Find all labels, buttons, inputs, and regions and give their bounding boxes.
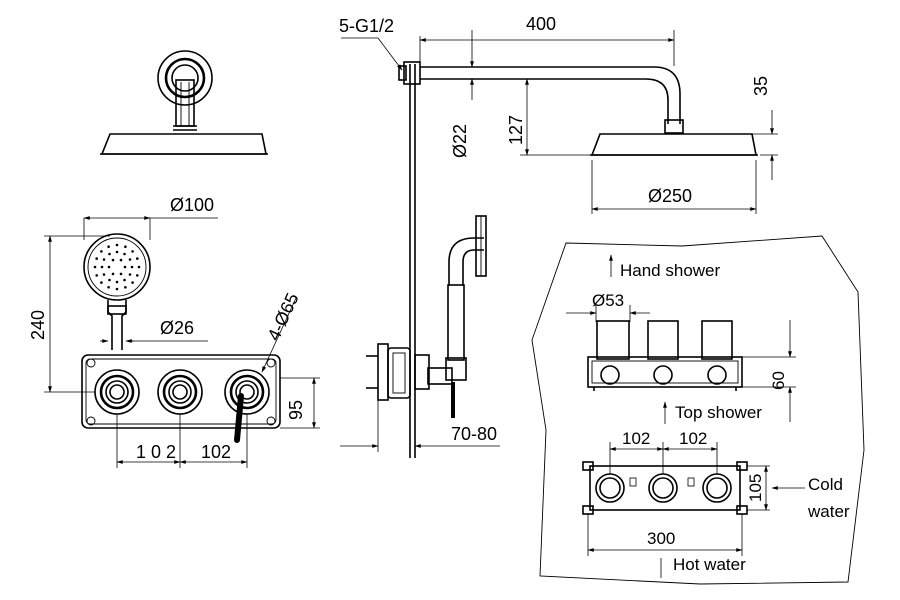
shower-head-front-view xyxy=(100,50,268,155)
top-shower-label: Top shower xyxy=(675,403,762,422)
body-height-label: 60 xyxy=(769,371,788,390)
valve-detail-panel: Hand shower Ø53 60 Top shower 102 xyxy=(531,235,865,585)
wall-plate xyxy=(81,354,281,443)
spacing-left-label: 1 0 2 xyxy=(136,442,176,462)
valve-width-label: 300 xyxy=(647,529,675,548)
hand-shower-front-view xyxy=(83,233,151,350)
head-diameter-label: Ø250 xyxy=(648,186,692,206)
cold-water-label-1: Cold xyxy=(808,475,843,494)
arm-height-label: 127 xyxy=(506,115,526,145)
arm-diameter-label: Ø22 xyxy=(450,124,470,158)
handle-diameter-label: Ø26 xyxy=(160,318,194,338)
side-view xyxy=(366,61,758,458)
hand-shower-label: Hand shower xyxy=(620,261,721,280)
hand-diameter-label: Ø100 xyxy=(170,195,214,215)
nozzle-dots xyxy=(93,243,141,291)
arm-length-label: 400 xyxy=(526,14,556,34)
plate-height-label: 95 xyxy=(286,400,306,420)
depth-label: 70-80 xyxy=(451,424,497,444)
hand-length-label: 240 xyxy=(28,310,48,340)
hot-water-label: Hot water xyxy=(673,555,746,574)
valve-height-label: 105 xyxy=(746,474,765,502)
spacing-right-label: 102 xyxy=(201,442,231,462)
cold-water-label-2: water xyxy=(807,502,850,521)
hole-diameter-label: 4-Ø65 xyxy=(263,290,302,344)
arm-drop-label: 35 xyxy=(751,76,771,96)
valve-spacing-1-label: 102 xyxy=(622,429,650,448)
valve-rear-view xyxy=(582,461,748,515)
valve-spacing-2-label: 102 xyxy=(679,429,707,448)
side-view-dimensions: 5-G1/2 400 Ø22 127 35 Ø250 70-80 xyxy=(339,14,778,452)
thread-label: 5-G1/2 xyxy=(339,16,394,36)
knob-diameter-label: Ø53 xyxy=(592,291,624,310)
